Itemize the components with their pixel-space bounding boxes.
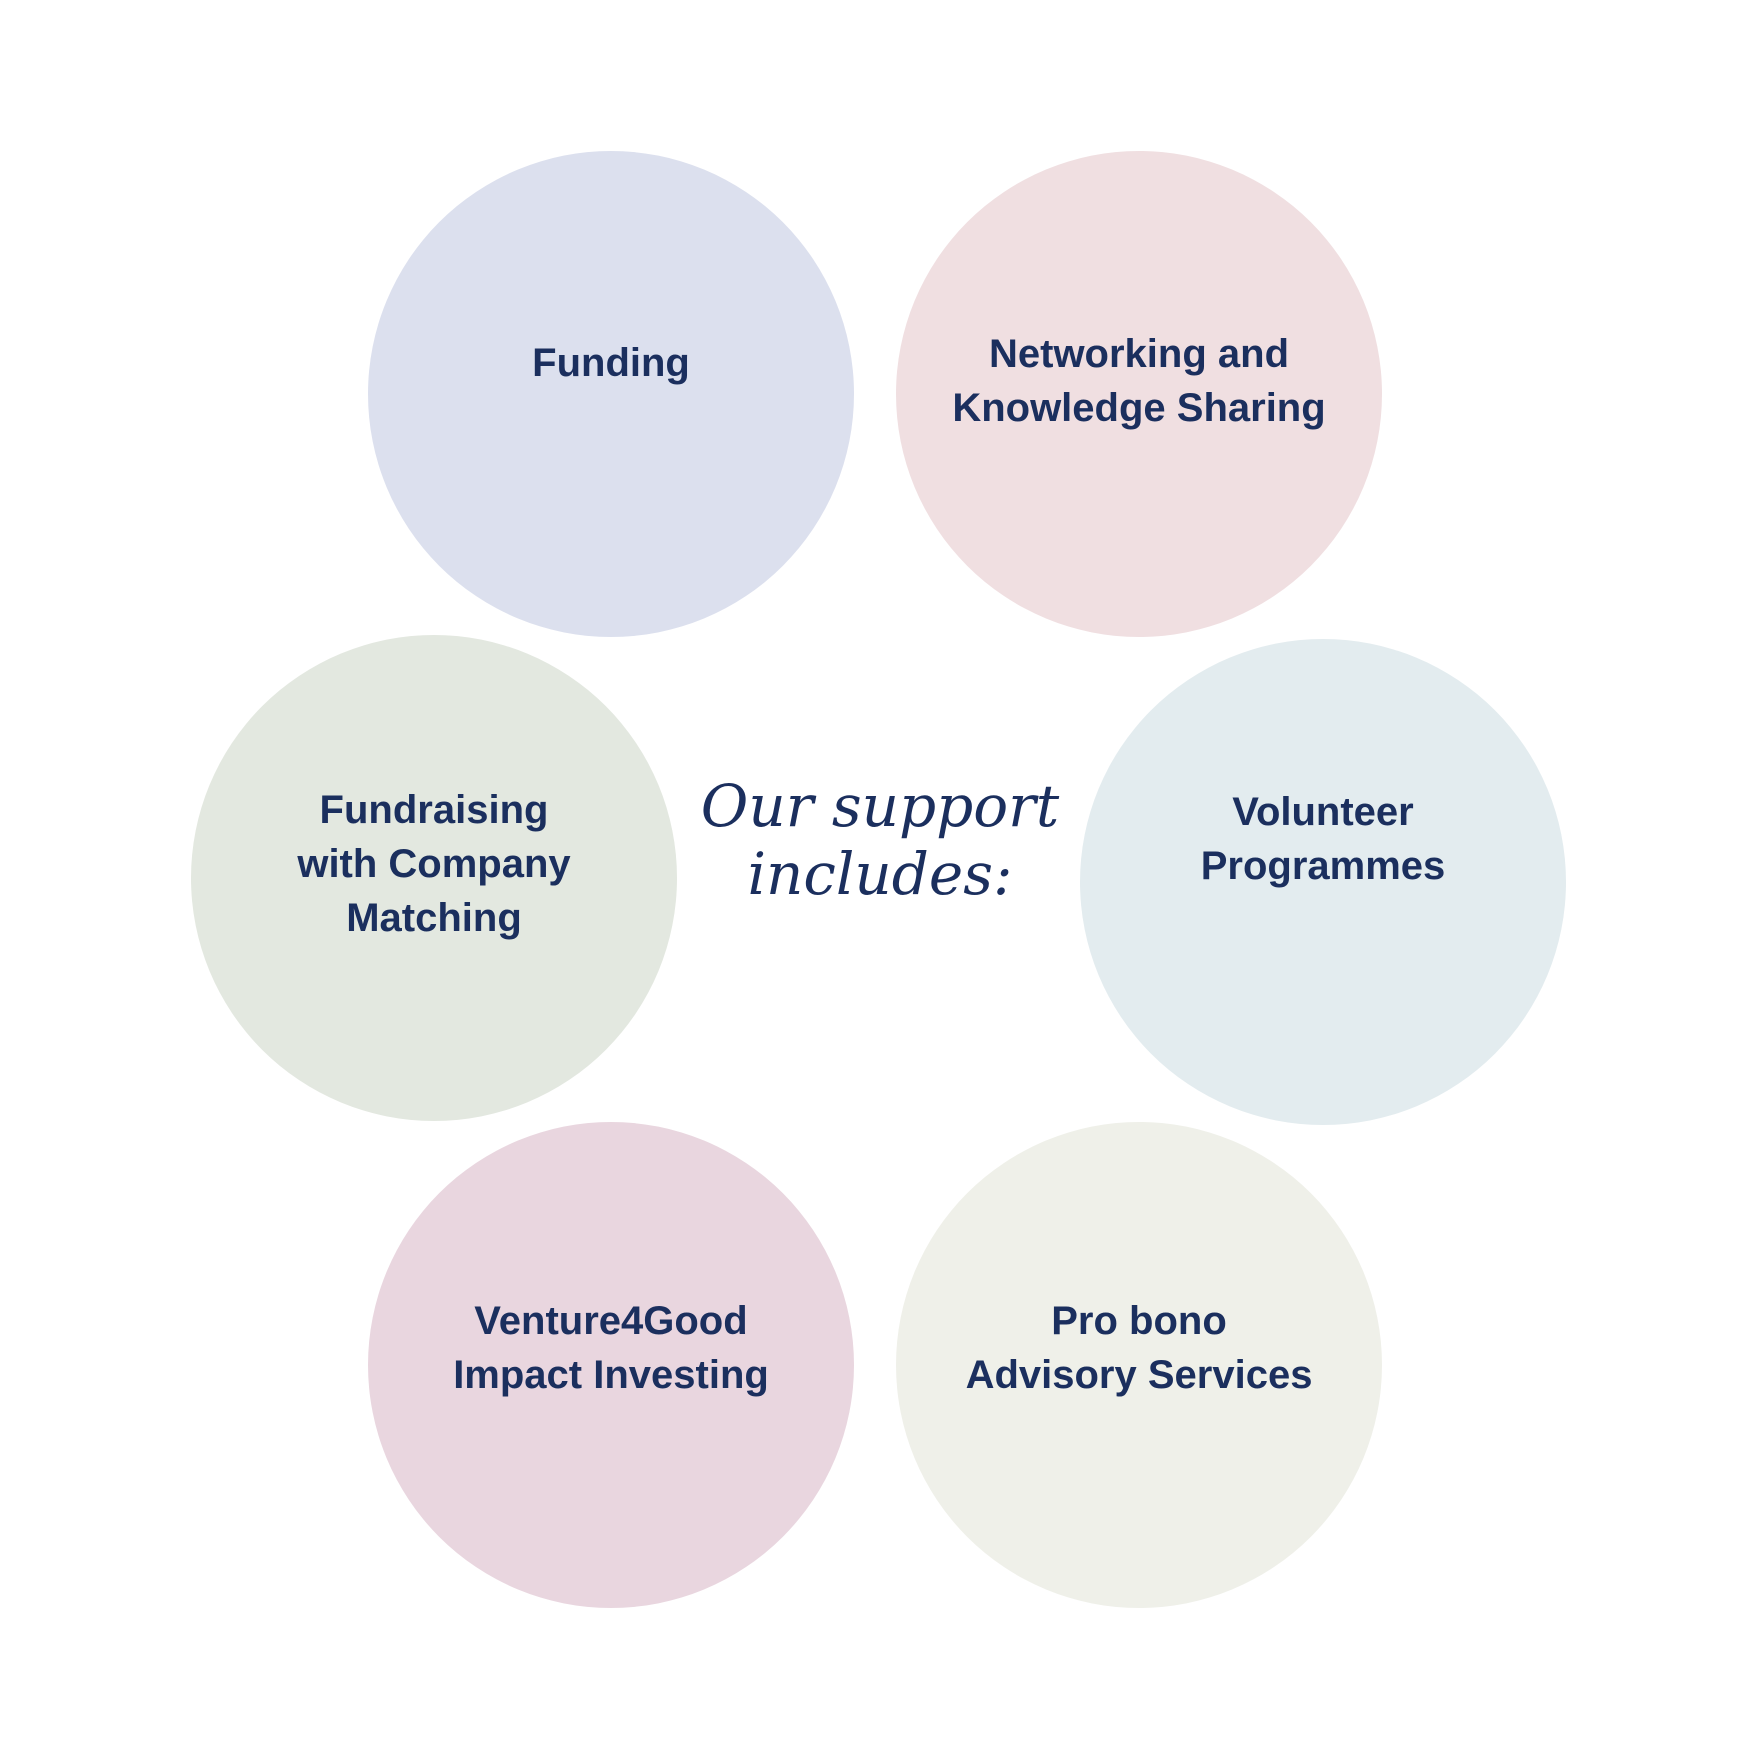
circle-label-venture: Venture4Good Impact Investing xyxy=(453,1299,769,1397)
circle-label-funding: Funding xyxy=(532,341,690,385)
circle-venture: Venture4Good Impact Investing xyxy=(368,1122,854,1608)
circle-volunteer: Volunteer Programmes xyxy=(1080,639,1566,1125)
circle-label-fundraising: Fundraising with Company Matching xyxy=(297,788,571,940)
circle-label-networking: Networking and Knowledge Sharing xyxy=(952,332,1326,430)
center-title: Our support includes: xyxy=(700,772,1060,908)
circle-probono: Pro bono Advisory Services xyxy=(896,1122,1382,1608)
circle-fundraising: Fundraising with Company Matching xyxy=(191,635,677,1121)
circle-label-volunteer: Volunteer Programmes xyxy=(1200,790,1446,888)
circle-networking: Networking and Knowledge Sharing xyxy=(896,151,1382,637)
circle-label-probono: Pro bono Advisory Services xyxy=(965,1299,1313,1397)
circle-funding: Funding xyxy=(368,151,854,637)
